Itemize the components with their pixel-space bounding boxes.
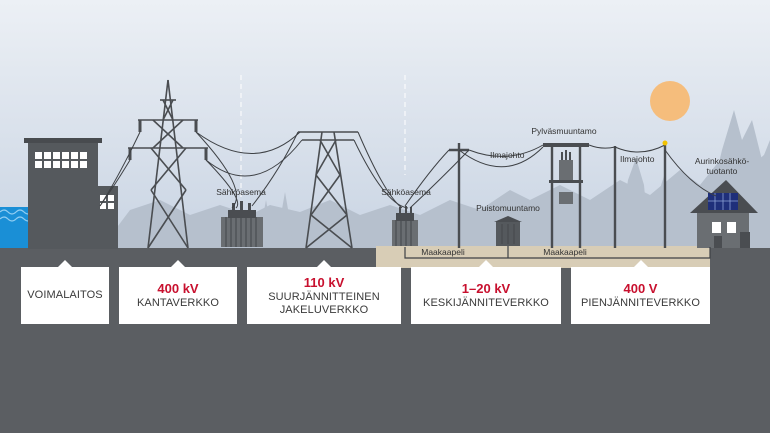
card-transmission-grid: 400 kV KANTAVERKKO xyxy=(119,260,237,324)
overhead-lines xyxy=(99,131,717,209)
label-underground-cable-2: Maakaapeli xyxy=(543,247,587,257)
label-substation-1: Sähköasema xyxy=(216,187,266,197)
card-low-voltage-voltage: 400 V xyxy=(623,281,658,296)
card-medium-voltage-grid: 1–20 kV KESKIJÄNNITEVERKKO xyxy=(411,260,561,324)
tower-insulators xyxy=(128,120,208,160)
underground-cables xyxy=(404,246,711,259)
label-overhead-line-2: Ilmajohto xyxy=(620,154,655,164)
substation-transformer-2 xyxy=(392,206,418,246)
label-solar-production-line1: Aurinkosähkö- xyxy=(695,156,750,166)
card-low-voltage-grid: 400 V PIENJÄNNITEVERKKO xyxy=(571,260,710,324)
label-overhead-line-1: Ilmajohto xyxy=(490,150,525,160)
label-kiosk-substation: Puistomuuntamo xyxy=(476,203,540,213)
card-transmission-voltage: 400 kV xyxy=(157,281,199,296)
card-low-voltage-name: PIENJÄNNITEVERKKO xyxy=(580,297,701,309)
sun-icon xyxy=(650,81,690,121)
label-substation-2: Sähköasema xyxy=(381,187,431,197)
water xyxy=(0,207,30,248)
card-medium-voltage-name: KESKIJÄNNITEVERKKO xyxy=(423,297,549,309)
water-wave xyxy=(0,209,33,215)
transmission-tower-110kv xyxy=(298,131,358,249)
transmission-tower-400kv xyxy=(128,79,208,249)
label-underground-cable-1: Maakaapeli xyxy=(421,247,465,257)
pole-lamp-icon xyxy=(662,140,668,146)
card-medium-voltage-voltage: 1–20 kV xyxy=(461,281,511,296)
card-power-plant-name: VOIMALAITOS xyxy=(27,289,103,301)
cable-sand-strip xyxy=(376,246,710,268)
card-high-voltage-voltage: 110 kV xyxy=(303,274,345,290)
card-high-voltage-name-line2: JAKELUVERKKO xyxy=(279,303,369,316)
card-transmission-name: KANTAVERKKO xyxy=(137,297,219,309)
label-solar-production-line2: tuotanto xyxy=(707,166,738,176)
power-plant-building xyxy=(24,138,118,249)
substation-transformer-1 xyxy=(221,201,263,247)
section-separators xyxy=(240,75,406,200)
pole-mounted-transformer xyxy=(543,143,589,248)
kiosk-substation xyxy=(494,216,522,246)
label-pole-transformer: Pylväsmuuntamo xyxy=(531,126,596,136)
card-high-voltage-name-line1: SUURJÄNNITTEINEN xyxy=(268,290,380,303)
card-high-voltage-distribution: 110 kV SUURJÄNNITTEINEN JAKELUVERKKO xyxy=(247,260,401,324)
house-with-solar xyxy=(690,180,758,248)
water-wave xyxy=(0,216,33,222)
card-power-plant: VOIMALAITOS xyxy=(21,260,109,324)
